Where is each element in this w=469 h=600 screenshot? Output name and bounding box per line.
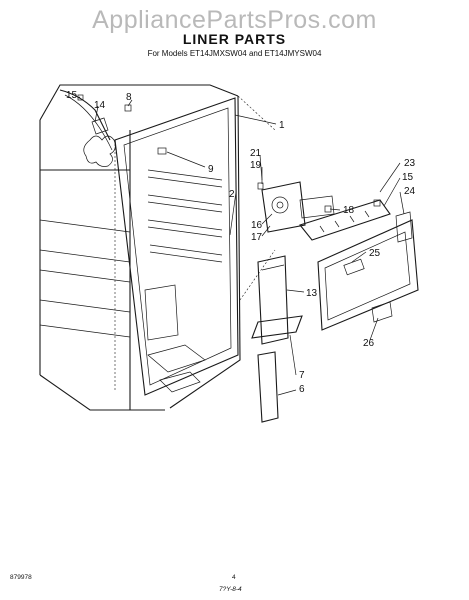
callout-21: 21 (250, 148, 262, 159)
callout-2: 2 (229, 189, 235, 200)
page-number: 4 (232, 574, 236, 581)
part-6-cover (257, 351, 279, 423)
callout-7: 7 (299, 370, 305, 381)
liner-cabinet (39, 84, 276, 411)
watermark: AppliancePartsPros.com (92, 6, 377, 34)
part-13-air-duct (257, 255, 289, 345)
callout-23: 23 (404, 158, 416, 169)
callout-8: 8 (126, 92, 132, 103)
callout-14: 14 (94, 100, 106, 111)
part-23-strip (299, 199, 391, 241)
callout-15-top-left: 15 (66, 90, 78, 101)
back-panel (317, 211, 419, 331)
document-number: 879978 (10, 574, 32, 581)
callout-26: 26 (363, 338, 375, 349)
callout-16: 16 (251, 220, 263, 231)
callout-9: 9 (208, 164, 214, 175)
callout-13: 13 (306, 288, 318, 299)
callout-1: 1 (279, 120, 285, 131)
diagram-title: LINER PARTS (182, 31, 287, 47)
leader-lines (77, 96, 405, 396)
diagram-subtitle: For Models ET14JMXSW04 and ET14JMYSW04 (147, 49, 322, 58)
callout-17: 17 (251, 232, 263, 243)
callout-24: 24 (404, 186, 416, 197)
part-7-bracket (251, 315, 303, 339)
callout-19: 19 (250, 160, 262, 171)
callout-labels: 1 2 6 7 8 9 13 14 15 15 16 17 18 19 21 2… (66, 90, 416, 395)
small-hardware (77, 94, 381, 213)
callout-15-right: 15 (402, 172, 414, 183)
control-housing (261, 181, 335, 233)
callout-6: 6 (299, 384, 305, 395)
callout-25: 25 (369, 248, 381, 259)
date-code: 7?Y-8-4 (219, 586, 242, 593)
callout-18: 18 (343, 205, 355, 216)
